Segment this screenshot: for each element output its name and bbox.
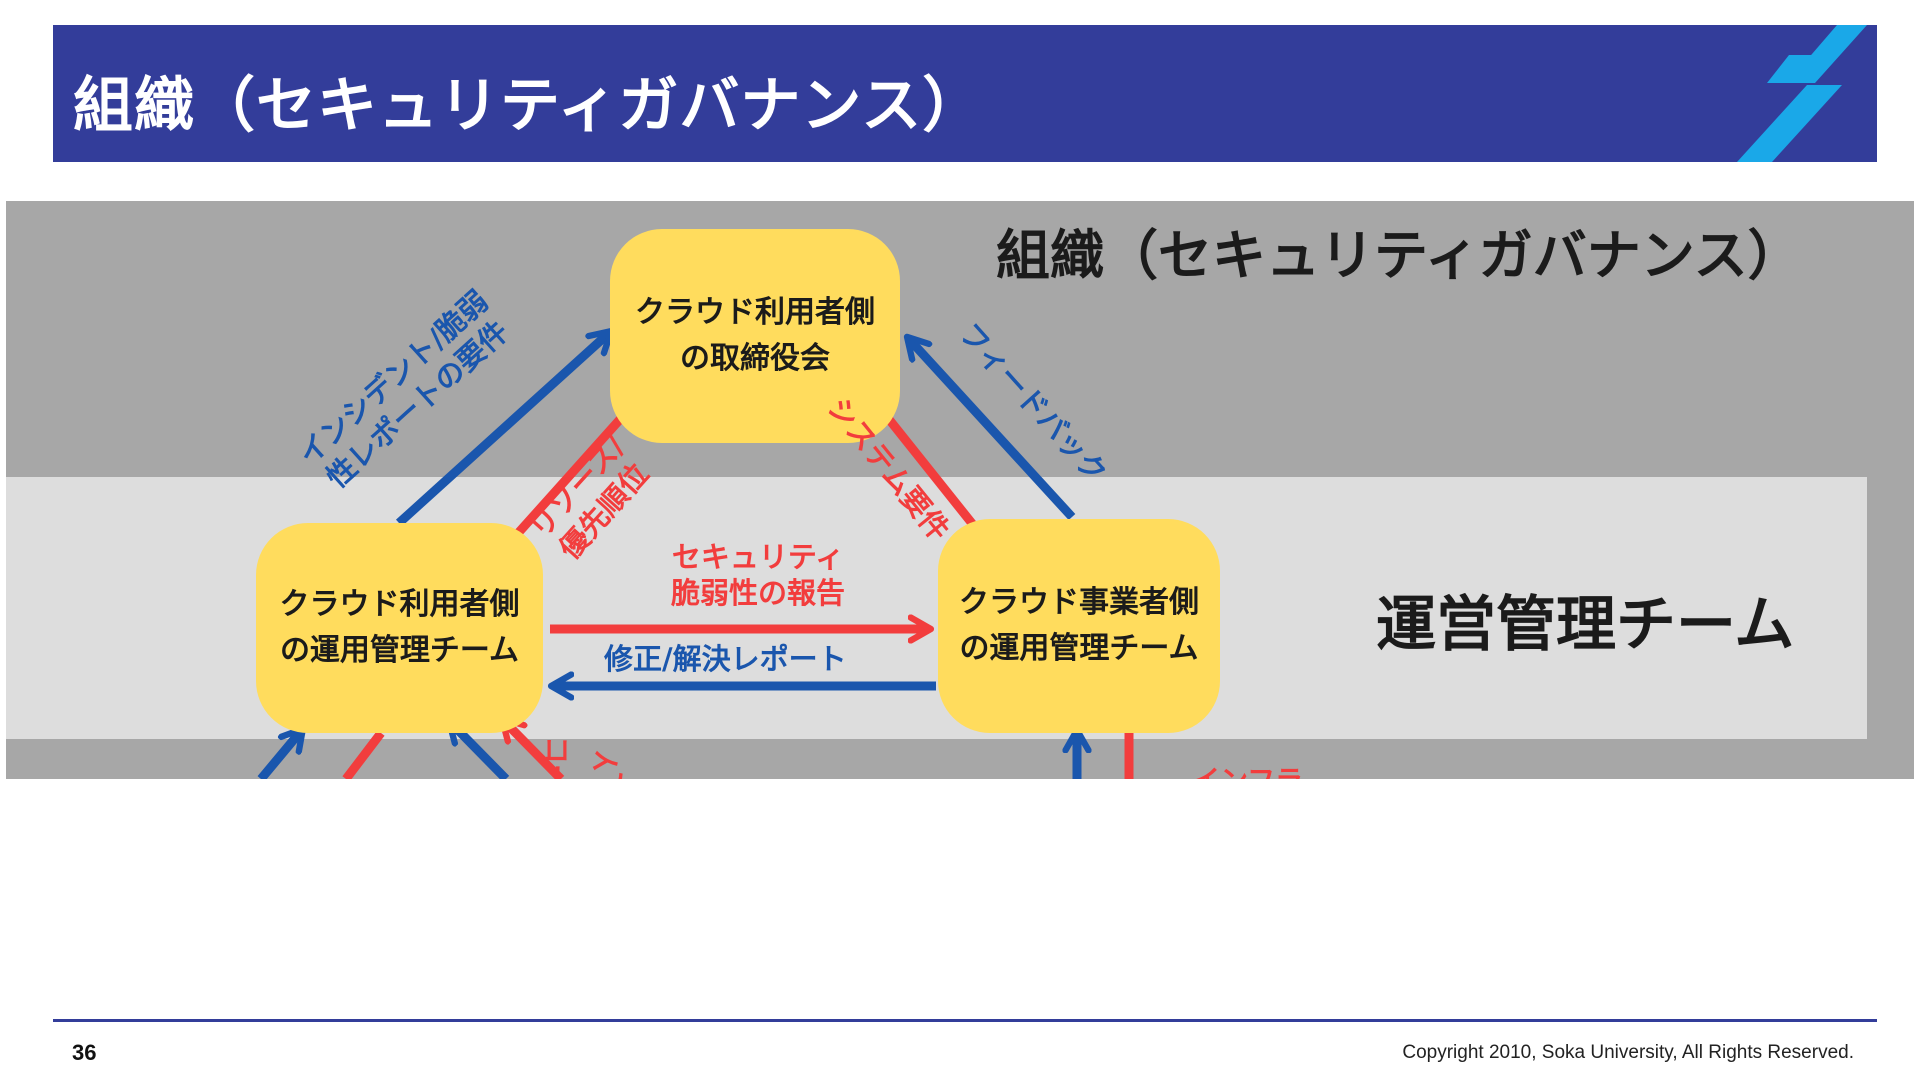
arrow-feedback xyxy=(909,339,1076,521)
arrow-bottom-blue-1 xyxy=(257,731,301,779)
node-user-ops: クラウド利用者側 の運用管理チーム xyxy=(256,523,543,733)
label-fix-report: 修正/解決レポート xyxy=(604,641,847,677)
title-bar: 組織（セキュリティガバナンス） xyxy=(53,25,1877,162)
node-board: クラウド利用者側 の取締役会 xyxy=(610,229,900,443)
node-provider-ops: クラウド事業者側 の運用管理チーム xyxy=(938,519,1220,733)
slide-title: 組織（セキュリティガバナンス） xyxy=(73,71,984,141)
node-board-line1: クラウド利用者側 xyxy=(635,295,875,330)
diagram-heading: 組織（セキュリティガバナンス） xyxy=(996,224,1802,287)
copyright-text: Copyright 2010, Soka University, All Rig… xyxy=(1402,1042,1854,1063)
label-security-report-line2: 脆弱性の報告 xyxy=(670,576,845,610)
page-number: 36 xyxy=(72,1040,97,1065)
label-cutoff-2: コー xyxy=(540,736,573,779)
university-logo xyxy=(1737,25,1867,162)
band-label: 運営管理チーム xyxy=(1376,590,1795,660)
node-provider-ops-line1: クラウド事業者側 xyxy=(959,585,1199,620)
governance-diagram: 組織（セキュリティガバナンス） 運営管理チーム クラウド利用者側 の取締役会 xyxy=(6,201,1914,779)
label-security-report-line1: セキュリティ xyxy=(671,540,845,574)
node-board-line2: の取締役会 xyxy=(680,341,830,376)
node-provider-ops-line2: の運用管理チーム xyxy=(959,631,1199,666)
label-cutoff-3: インフラ xyxy=(1192,759,1303,779)
arrow-bottom-red-2 xyxy=(504,721,565,779)
label-fix-report-text: 修正/解決レポート xyxy=(604,642,847,676)
footer-divider xyxy=(53,1019,1877,1022)
node-user-ops-line1: クラウド利用者側 xyxy=(279,587,520,622)
arrow-bottom-red-1 xyxy=(342,730,385,779)
node-user-ops-line2: の運用管理チーム xyxy=(279,633,520,668)
arrow-incident-report xyxy=(395,333,609,527)
label-security-report: セキュリティ 脆弱性の報告 xyxy=(658,539,858,611)
